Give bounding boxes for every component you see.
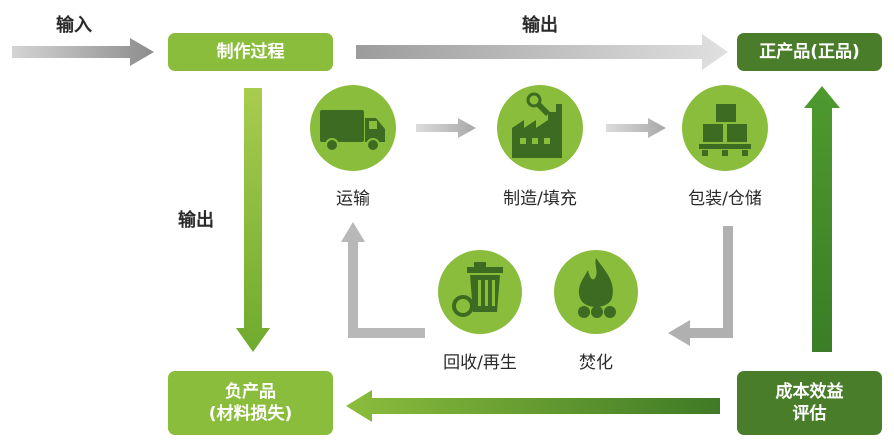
good-product-node: 正产品(正品) [737,33,882,71]
factory-wrench-icon [497,85,583,171]
evaluation-arrow-left [346,390,720,422]
recycle-bin-icon [438,250,522,334]
output-label-left: 输出 [178,210,214,231]
packaging-label: 包装/仓储 [688,189,762,209]
bad-product-label-line2: (材料损失) [208,404,293,424]
input-label: 输入 [56,15,92,36]
process-node: 制作过程 [168,33,333,71]
recycle-label: 回收/再生 [443,353,517,373]
manufacture-label: 制造/填充 [503,189,577,209]
process-node-label: 制作过程 [216,41,285,62]
cost-evaluation-label-line2: 评估 [792,404,827,424]
bad-product-label-line1: 负产品 [225,381,276,402]
truck-icon [310,85,396,171]
transport-label: 运输 [336,189,370,209]
fire-icon [554,250,638,334]
input-arrow [12,38,154,66]
output-arrow-down [236,88,270,352]
arrow-packaging-to-incinerate [668,226,733,346]
bad-product-node: 负产品 (材料损失) [168,371,333,435]
arrow-recycle-to-transport [341,222,425,338]
output-label-top: 输出 [522,15,558,36]
boxes-pallet-icon [682,85,768,171]
arrow-manufacture-to-packaging [606,118,666,138]
cost-evaluation-label-line1: 成本效益 [775,381,844,402]
cost-evaluation-node: 成本效益 评估 [737,371,882,435]
good-product-label: 正产品(正品) [759,41,860,62]
output-arrow-top [356,34,728,70]
incinerate-label: 焚化 [579,353,613,373]
evaluation-arrow-up [804,86,840,352]
arrow-transport-to-manufacture [416,118,476,138]
